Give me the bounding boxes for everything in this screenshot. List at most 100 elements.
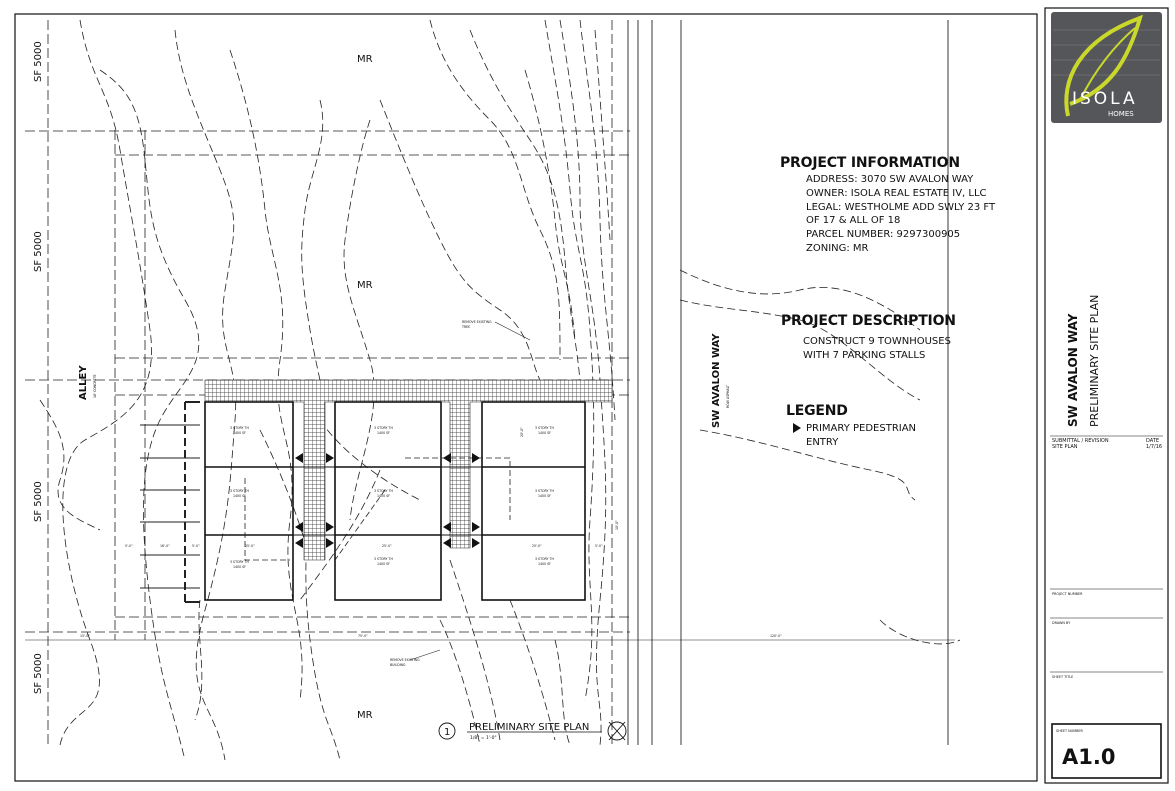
project-description: PROJECT DESCRIPTION CONSTRUCT 9 TOWNHOUS… <box>781 313 956 361</box>
title-block-border <box>1044 7 1169 784</box>
legend-heading: LEGEND <box>786 403 848 419</box>
remove-tree-callout: REMOVE EXISTING <box>462 320 492 324</box>
project-info-line: PARCEL NUMBER: 9297300905 <box>806 229 960 240</box>
unit-label: 3 STORY TH <box>535 557 554 561</box>
callouts: REMOVE EXISTING TREE REMOVE EXISTING BUI… <box>390 320 531 667</box>
entry-arrow-icon <box>326 522 334 532</box>
drawing-title: 1 PRELIMINARY SITE PLAN 1/8" = 1'-0" <box>438 721 627 741</box>
dimensions: 15'-0" 5'-0" 16'-0" 5'-0" 25'-0" 25'-0" … <box>80 427 782 638</box>
dimension: 5'-0" <box>595 544 603 548</box>
entry-arrow-icon <box>472 522 480 532</box>
dimension: 120'-0" <box>770 634 782 638</box>
street-label: SW AVALON WAY <box>711 333 722 428</box>
street-row-lines <box>25 20 955 745</box>
dimension: 25'-0" <box>245 544 255 548</box>
entry-arrow-icon <box>295 453 303 463</box>
remove-building-callout: REMOVE EXISTING <box>390 658 420 662</box>
dimension: 25'-0" <box>382 544 392 548</box>
unit-label: 3 STORY TH <box>374 557 393 561</box>
entry-arrow-icon <box>326 538 334 548</box>
entry-arrow-icon <box>443 522 451 532</box>
unit-label: 3 STORY TH <box>374 489 393 493</box>
entry-arrow-icon <box>443 538 451 548</box>
triangle-arrow-icon <box>793 423 801 433</box>
project-info-line: OWNER: ISOLA REAL ESTATE IV, LLC <box>806 188 987 199</box>
isola-homes-logo: ISOLA HOMES <box>1051 12 1162 123</box>
unit-area: 1400 SF <box>538 562 551 566</box>
legend-item-label: PRIMARY PEDESTRIAN <box>806 423 916 434</box>
unit-area: 1400 SF <box>538 494 551 498</box>
project-description-line: CONSTRUCT 9 TOWNHOUSES <box>803 336 951 347</box>
parking-stalls <box>140 401 200 603</box>
unit-label: 3 STORY TH <box>230 560 249 564</box>
sheet-title-line-2: PRELIMINARY SITE PLAN <box>1088 295 1101 427</box>
drawing-scale: 1/8" = 1'-0" <box>470 735 497 741</box>
project-info-line: LEGAL: WESTHOLME ADD SWLY 23 FT <box>806 202 996 213</box>
zoning-label-mid: MR <box>357 280 373 291</box>
unit-label: 3 STORY TH <box>374 426 393 430</box>
drawn-by-label: DRAWN BY <box>1052 621 1071 625</box>
submittal-value: SITE PLAN <box>1052 444 1078 450</box>
project-info-heading: PROJECT INFORMATION <box>780 155 960 171</box>
unit-area: 1400 SF <box>233 494 246 498</box>
title-block: ISOLA HOMES SW AVALON WAY PRELIMINARY SI… <box>1050 12 1163 779</box>
walkways <box>204 379 613 561</box>
sheet-title-label: SHEET TITLE <box>1052 675 1073 679</box>
zoning-label-sf-2: SF 5000 <box>33 231 44 272</box>
dimension: 5'-0" <box>125 544 133 548</box>
existing-building-outline <box>244 457 511 561</box>
sheet-number-box <box>1051 723 1162 779</box>
unit-label: 3 STORY TH <box>230 489 249 493</box>
logo-word: ISOLA <box>1072 89 1138 109</box>
entry-arrow-icon <box>326 453 334 463</box>
dimension: 5'-0" <box>192 544 200 548</box>
entry-arrow-icon <box>472 453 480 463</box>
north-arrow-icon <box>607 721 627 741</box>
drawing-number: 1 <box>444 727 450 738</box>
entry-arrows <box>295 453 480 548</box>
building-east <box>481 401 586 601</box>
zoning-label-sf-4: SF 5000 <box>33 653 44 694</box>
remove-building-callout-2: BUILDING <box>390 663 406 667</box>
legend-item-label-2: ENTRY <box>806 437 839 448</box>
logo-sub: HOMES <box>1108 110 1134 118</box>
zoning-label-top: MR <box>357 54 373 65</box>
dimension: 75'-0" <box>358 634 368 638</box>
dimension: 10'-0" <box>615 520 619 530</box>
entry-arrow-icon <box>443 453 451 463</box>
entry-arrow-icon <box>295 522 303 532</box>
unit-labels: 3 STORY TH 1400 SF 3 STORY TH 1400 SF 3 … <box>230 426 554 569</box>
date-label: DATE <box>1146 438 1159 444</box>
zoning-label-bottom: MR <box>357 710 373 721</box>
unit-area: 1400 SF <box>377 431 390 435</box>
alley-label: ALLEY <box>78 365 89 400</box>
entry-arrow-icon <box>472 538 480 548</box>
street-note: ROW ASPHALT <box>726 385 730 408</box>
unit-area: 1400 SF <box>233 565 246 569</box>
unit-label: 3 STORY TH <box>230 426 249 430</box>
buildings <box>204 401 586 601</box>
unit-area: 1400 SF <box>233 431 246 435</box>
building-west <box>204 401 294 601</box>
project-info-line: ADDRESS: 3070 SW AVALON WAY <box>806 174 974 185</box>
entry-arrow-icon <box>295 538 303 548</box>
date-value: 1/7/16 <box>1146 444 1162 450</box>
unit-label: 3 STORY TH <box>535 426 554 430</box>
dimension: 25'-0" <box>532 544 542 548</box>
zoning-label-sf-1: SF 5000 <box>33 41 44 82</box>
drawing-title-text: PRELIMINARY SITE PLAN <box>469 722 589 733</box>
project-description-heading: PROJECT DESCRIPTION <box>781 313 956 329</box>
project-description-line: WITH 7 PARKING STALLS <box>803 350 925 361</box>
remove-tree-callout-2: TREE <box>461 325 470 329</box>
project-info-line: OF 17 & ALL OF 18 <box>806 215 900 226</box>
project-number-label: PROJECT NUMBER <box>1052 592 1083 596</box>
sheet-number: A1.0 <box>1062 745 1115 769</box>
unit-area: 1400 SF <box>377 494 390 498</box>
unit-area: 1400 SF <box>538 431 551 435</box>
zoning-label-sf-3: SF 5000 <box>33 481 44 522</box>
dimension: 15'-0" <box>80 634 90 638</box>
sheet-title-line-1: SW AVALON WAY <box>1066 313 1080 427</box>
unit-label: 3 STORY TH <box>535 489 554 493</box>
submittal-label: SUBMITTAL / REVISION <box>1052 438 1109 444</box>
